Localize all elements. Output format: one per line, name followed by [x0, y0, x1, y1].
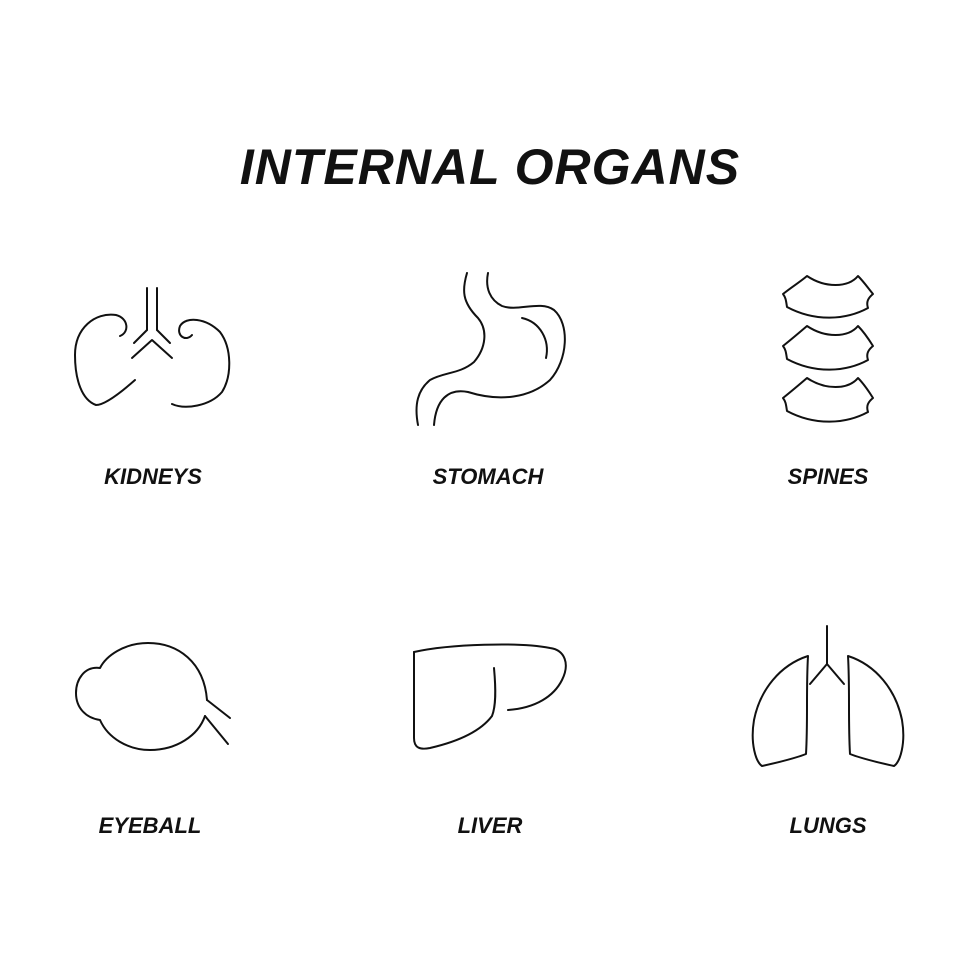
organ-label-eyeball: EYEBALL — [98, 813, 202, 838]
eyeball-icon — [75, 642, 231, 751]
organ-label-lungs: LUNGS — [789, 813, 867, 838]
organ-label-spines: SPINES — [787, 464, 869, 489]
kidneys-icon — [74, 287, 231, 408]
organ-label-liver: LIVER — [457, 813, 523, 838]
stomach-icon — [415, 272, 566, 426]
page-title: INTERNAL ORGANS — [239, 139, 741, 195]
spine-icon — [782, 275, 874, 423]
lungs-icon — [751, 625, 905, 767]
organ-label-stomach: STOMACH — [432, 464, 544, 489]
liver-icon — [413, 643, 567, 750]
organ-label-kidneys: KIDNEYS — [104, 464, 202, 489]
